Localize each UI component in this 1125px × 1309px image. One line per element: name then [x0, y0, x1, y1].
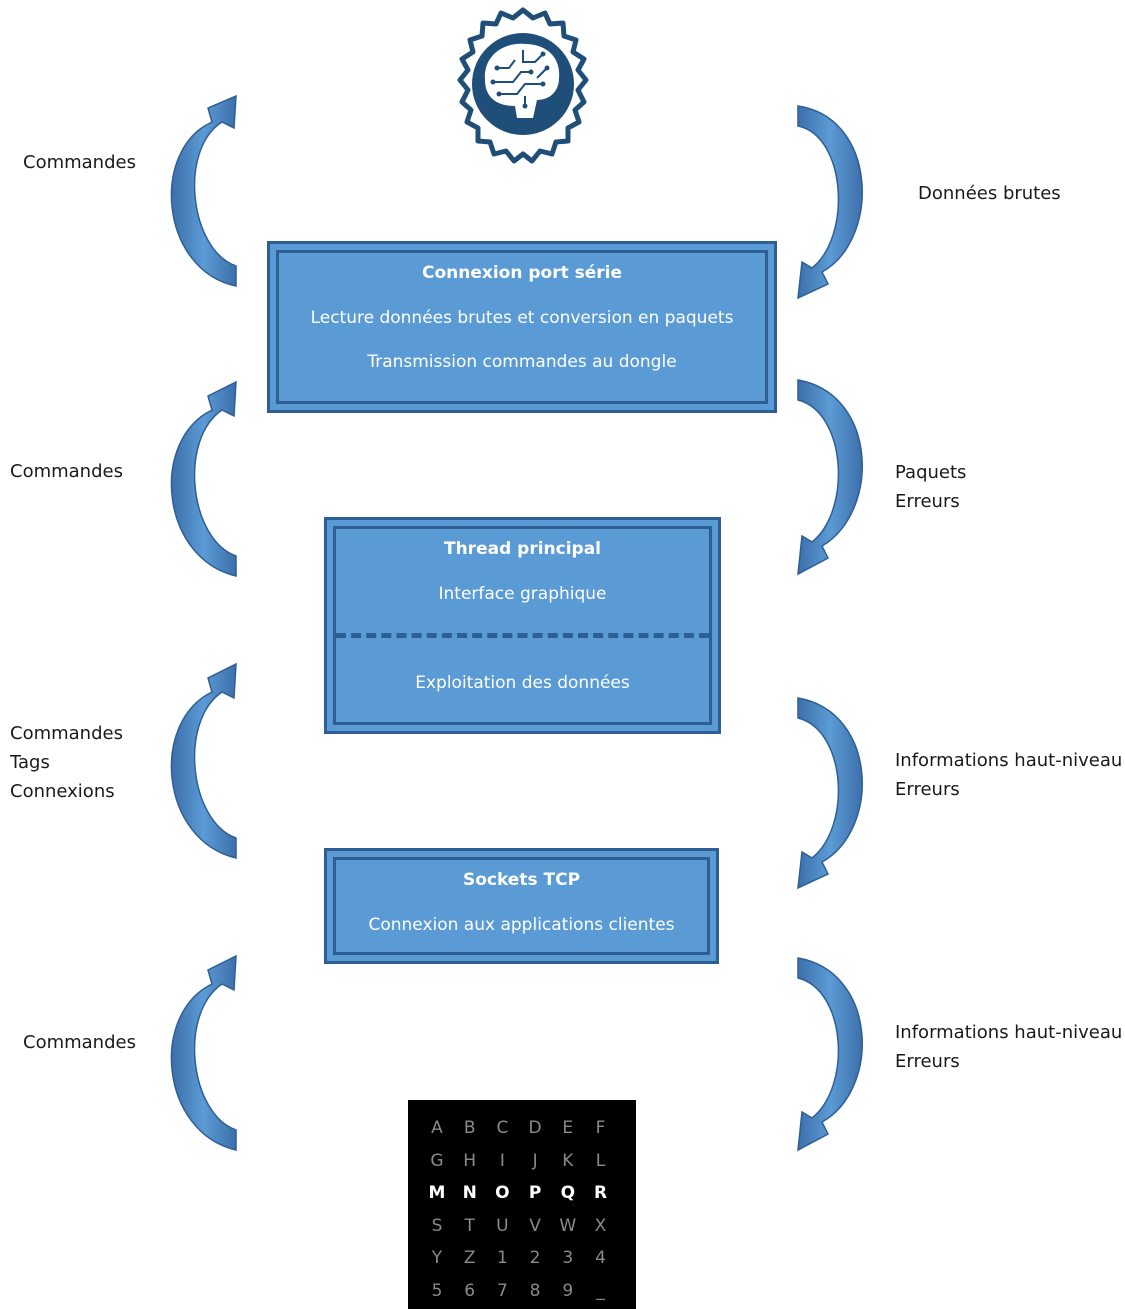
- matrix-cell: V: [529, 1215, 541, 1236]
- matrix-cell: I: [499, 1150, 505, 1171]
- matrix-cell: U: [496, 1215, 509, 1236]
- matrix-cell: L: [595, 1150, 606, 1171]
- matrix-cell: E: [562, 1118, 574, 1138]
- label-right-2: Paquets Erreurs: [895, 462, 967, 512]
- matrix-cell: F: [595, 1118, 606, 1138]
- matrix-cell: S: [431, 1215, 443, 1236]
- matrix-cell: D: [528, 1118, 542, 1138]
- matrix-cell: 5: [431, 1281, 443, 1301]
- label-left-1: Commandes: [23, 152, 136, 173]
- matrix-cell: X: [594, 1215, 607, 1236]
- label-right-3: Informations haut-niveau Erreurs: [895, 750, 1123, 800]
- main-thread-line2: Exploitation des données: [415, 673, 630, 693]
- main-thread-title: Thread principal: [443, 539, 602, 559]
- arrow-down-right-4: [797, 957, 863, 1152]
- matrix-cell: P: [528, 1183, 542, 1204]
- matrix-cell: 4: [595, 1248, 606, 1269]
- tcp-sockets-box: Sockets TCP Connexion aux applications c…: [324, 848, 719, 964]
- tcp-sockets-title: Sockets TCP: [462, 870, 581, 890]
- matrix-cell: M: [428, 1183, 446, 1204]
- matrix-cell: Z: [463, 1248, 476, 1269]
- matrix-cell: G: [430, 1150, 444, 1171]
- arrow-up-left-2: [170, 380, 237, 577]
- arrow-down-right-2: [797, 379, 863, 576]
- matrix-cell: O: [495, 1183, 510, 1204]
- matrix-cell: Q: [560, 1183, 576, 1204]
- arrow-up-left-4: [170, 954, 237, 1151]
- arrow-up-left-3: [170, 662, 237, 859]
- matrix-cell: 7: [496, 1281, 508, 1301]
- matrix-cell: K: [562, 1150, 574, 1171]
- arrow-up-left-1: [170, 94, 237, 287]
- label-left-3: Commandes Tags Connexions: [10, 723, 123, 802]
- main-thread-box: Thread principal Interface graphique Exp…: [324, 517, 721, 734]
- matrix-cell: R: [593, 1183, 608, 1204]
- label-left-4: Commandes: [23, 1032, 136, 1053]
- arrow-down-right-3: [797, 697, 863, 890]
- matrix-cell: 8: [529, 1281, 541, 1301]
- serial-port-title: Connexion port série: [421, 263, 623, 283]
- matrix-cell: B: [463, 1118, 476, 1138]
- matrix-cell: H: [463, 1150, 477, 1171]
- matrix-cell: T: [464, 1215, 475, 1236]
- label-left-2: Commandes: [10, 461, 123, 482]
- serial-port-box: Connexion port série Lecture données bru…: [267, 241, 777, 413]
- matrix-cell: Y: [431, 1248, 443, 1269]
- matrix-cell: 6: [464, 1281, 476, 1301]
- matrix-cell: 3: [562, 1248, 574, 1269]
- serial-port-line2: Transmission commandes au dongle: [367, 352, 677, 372]
- serial-port-line1: Lecture données brutes et conversion en …: [310, 308, 734, 328]
- brain-circuit-gear-icon: [457, 7, 589, 164]
- label-right-1: Données brutes: [918, 183, 1061, 204]
- arrow-down-right-1: [797, 105, 863, 300]
- matrix-cell: 2: [529, 1248, 541, 1269]
- matrix-cell: W: [559, 1215, 577, 1236]
- section-divider: [336, 633, 709, 638]
- matrix-cell: 9: [562, 1281, 574, 1301]
- matrix-cell: C: [496, 1118, 509, 1138]
- main-thread-line1: Interface graphique: [438, 584, 607, 604]
- matrix-cell: A: [431, 1118, 443, 1138]
- matrix-cell: 1: [496, 1248, 508, 1269]
- label-right-4: Informations haut-niveau Erreurs: [895, 1022, 1123, 1072]
- matrix-cell: J: [532, 1150, 538, 1171]
- matrix-cell: N: [462, 1183, 477, 1204]
- tcp-sockets-line1: Connexion aux applications clientes: [368, 915, 675, 935]
- matrix-cell: _: [596, 1281, 605, 1301]
